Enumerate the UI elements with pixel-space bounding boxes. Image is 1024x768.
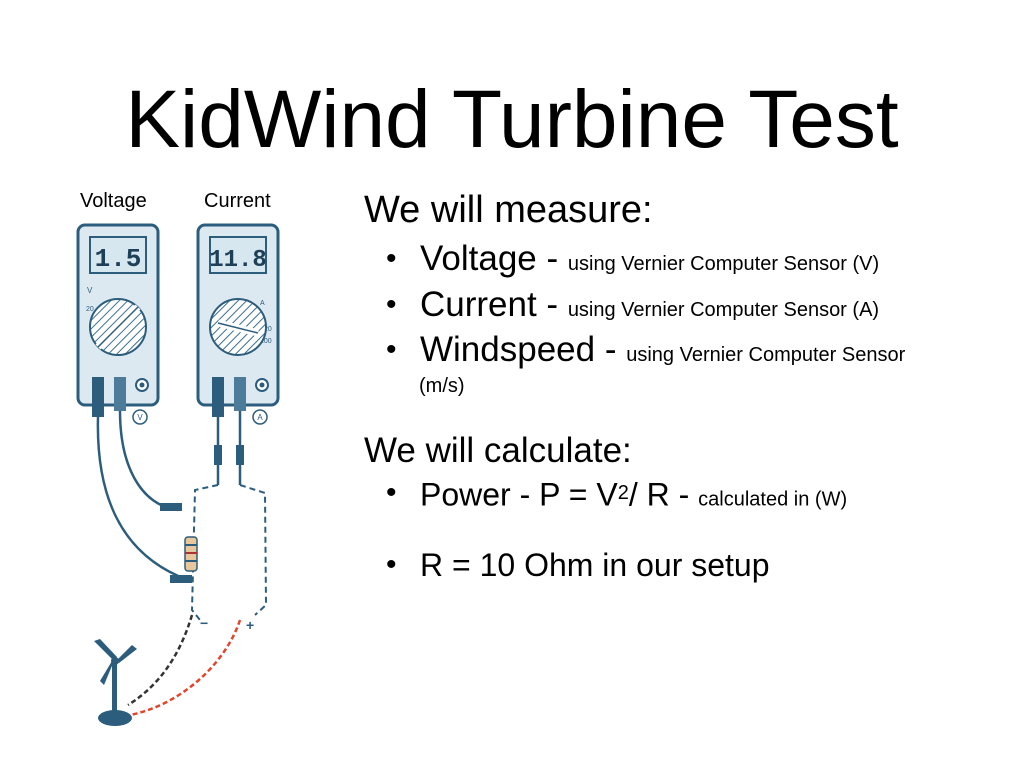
calculate-list: •Power - P = V2/ R - calculated in (W) •… — [364, 470, 847, 588]
svg-text:20: 20 — [264, 326, 272, 333]
measure-item-detail: using Vernier Computer Sensor — [626, 344, 906, 366]
measure-item-windspeed: •Windspeed - using Vernier Computer Sens… — [386, 330, 906, 369]
voltmeter-probe-black — [92, 377, 104, 417]
slide-title: KidWind Turbine Test — [125, 74, 899, 165]
measure-item-main: Windspeed - — [420, 330, 627, 369]
positive-wire — [129, 619, 242, 717]
voltmeter: 1.5 V 20 V — [76, 223, 160, 425]
measure-item-detail: using Vernier Computer Sensor (A) — [567, 299, 880, 321]
multimeter-circuit-illustration: 1.5 V 20 V 11.8 A 20 200 A — [76, 223, 280, 726]
power-formula-rest: / R - — [628, 476, 699, 513]
ammeter-probe-red — [234, 377, 246, 411]
measure-item-voltage: •Voltage - using Vernier Computer Sensor… — [386, 239, 880, 278]
svg-text:A: A — [260, 300, 265, 307]
ammeter-display: 11.8 — [209, 247, 267, 274]
svg-text:20: 20 — [86, 306, 94, 313]
voltmeter-jack-label: V — [137, 413, 143, 422]
measure-heading: We will measure: — [364, 189, 653, 231]
power-detail: calculated in (W) — [698, 488, 848, 511]
wind-turbine-icon — [94, 639, 137, 726]
measure-item-current: •Current - using Vernier Computer Sensor… — [386, 285, 880, 324]
voltmeter-display: 1.5 — [95, 244, 142, 274]
measure-item-main: Voltage - — [420, 239, 568, 278]
resistor-statement: R = 10 Ohm in our setup — [420, 547, 770, 583]
current-label: Current — [204, 190, 271, 212]
measure-item-main: Current - — [420, 285, 568, 324]
svg-text:200: 200 — [260, 338, 272, 345]
calculate-item-resistor: •R = 10 Ohm in our setup — [386, 547, 770, 583]
negative-terminal-label: − — [200, 615, 208, 631]
ammeter-probe-black — [212, 377, 224, 417]
svg-text:V: V — [87, 286, 93, 295]
power-exponent: 2 — [617, 482, 629, 504]
positive-terminal-label: + — [246, 617, 254, 633]
measure-item-detail: using Vernier Computer Sensor (V) — [567, 253, 880, 275]
ammeter: 11.8 A 20 200 A — [196, 223, 280, 425]
calculate-item-power: •Power - P = V2/ R - calculated in (W) — [386, 476, 848, 513]
negative-wire — [127, 614, 194, 707]
measure-list: •Voltage - using Vernier Computer Sensor… — [364, 236, 905, 372]
voltmeter-jack-icon — [132, 409, 148, 425]
voltage-label: Voltage — [80, 190, 147, 212]
windspeed-unit-continuation: (m/s) — [419, 375, 465, 397]
power-formula: Power - P = V — [420, 476, 618, 513]
voltmeter-probe-red — [114, 377, 126, 411]
ammeter-jack-label: A — [257, 413, 263, 422]
ammeter-jack-icon — [252, 409, 268, 425]
calculate-heading: We will calculate: — [364, 431, 632, 470]
